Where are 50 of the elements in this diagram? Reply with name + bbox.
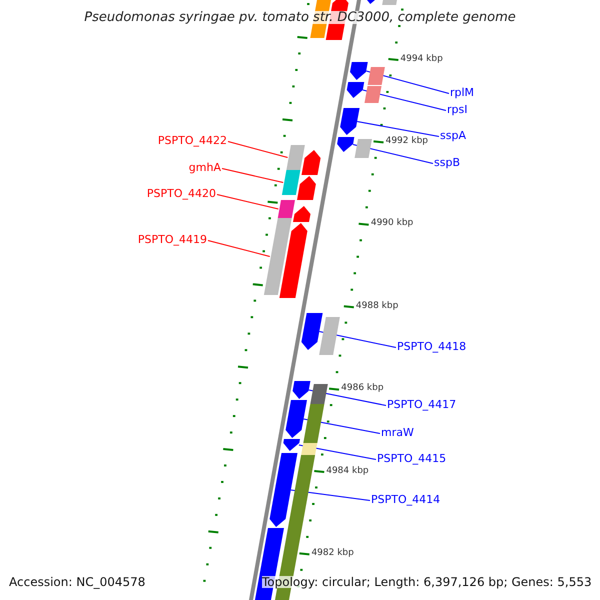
gene-label: sspB [434, 157, 460, 168]
gene-feature [350, 62, 368, 80]
gene-bar [382, 0, 398, 5]
gene-label: PSPTO_4414 [371, 494, 440, 505]
gene-feature [297, 176, 316, 200]
gene-bar [364, 86, 382, 103]
gene-label: mraW [381, 427, 414, 438]
gene-bar [278, 200, 295, 218]
gene-bar [368, 67, 385, 85]
leader-line [366, 70, 450, 94]
leader-line [216, 194, 279, 210]
accession-label: Accession: NC_004578 [9, 576, 146, 588]
leader-line [308, 390, 386, 406]
gene-feature [302, 150, 321, 175]
tick-label: 4982 kbp [311, 549, 354, 558]
gene-label: PSPTO_4417 [387, 399, 456, 410]
gene-feature [270, 453, 298, 527]
gene-label: sspA [440, 130, 466, 141]
gene-label: rplM [450, 87, 474, 98]
gene-bar [310, 384, 328, 404]
gene-feature [301, 313, 323, 350]
gene-label: PSPTO_4419 [138, 234, 207, 245]
gene-label: PSPTO_4418 [397, 341, 466, 352]
gene-bar [303, 404, 324, 443]
gene-feature [346, 82, 364, 98]
leader-line [362, 90, 446, 111]
gene-bar [282, 170, 300, 195]
leader-line [298, 444, 376, 460]
gene-bar [354, 139, 372, 158]
leader-line [356, 121, 440, 137]
tick-label: 4990 kbp [370, 219, 414, 228]
gene-bar [264, 218, 292, 295]
leader-line [208, 240, 270, 257]
tick-label: 4986 kbp [341, 384, 384, 393]
gene-label: rpsI [447, 104, 468, 115]
gene-feature [340, 108, 360, 135]
gene-label: gmhA [188, 162, 221, 173]
genome-stats-label: Topology: circular; Length: 6,397,126 bp; Genes: 5,553 [262, 576, 592, 588]
gene-label: PSPTO_4420 [146, 188, 216, 199]
tick-label: 4984 kbp [326, 467, 369, 476]
tick-label: 4994 kbp [400, 55, 443, 64]
tick-label: 4988 kbp [356, 302, 398, 311]
tick-label: 4992 kbp [386, 137, 428, 146]
gene-bar [286, 145, 305, 170]
gene-label: PSPTO_4415 [377, 453, 446, 464]
gene-label: PSPTO_4422 [158, 135, 227, 146]
leader-line [222, 168, 284, 183]
gene-feature [337, 137, 354, 152]
gene-bar [319, 317, 340, 355]
leader-line [352, 144, 434, 164]
